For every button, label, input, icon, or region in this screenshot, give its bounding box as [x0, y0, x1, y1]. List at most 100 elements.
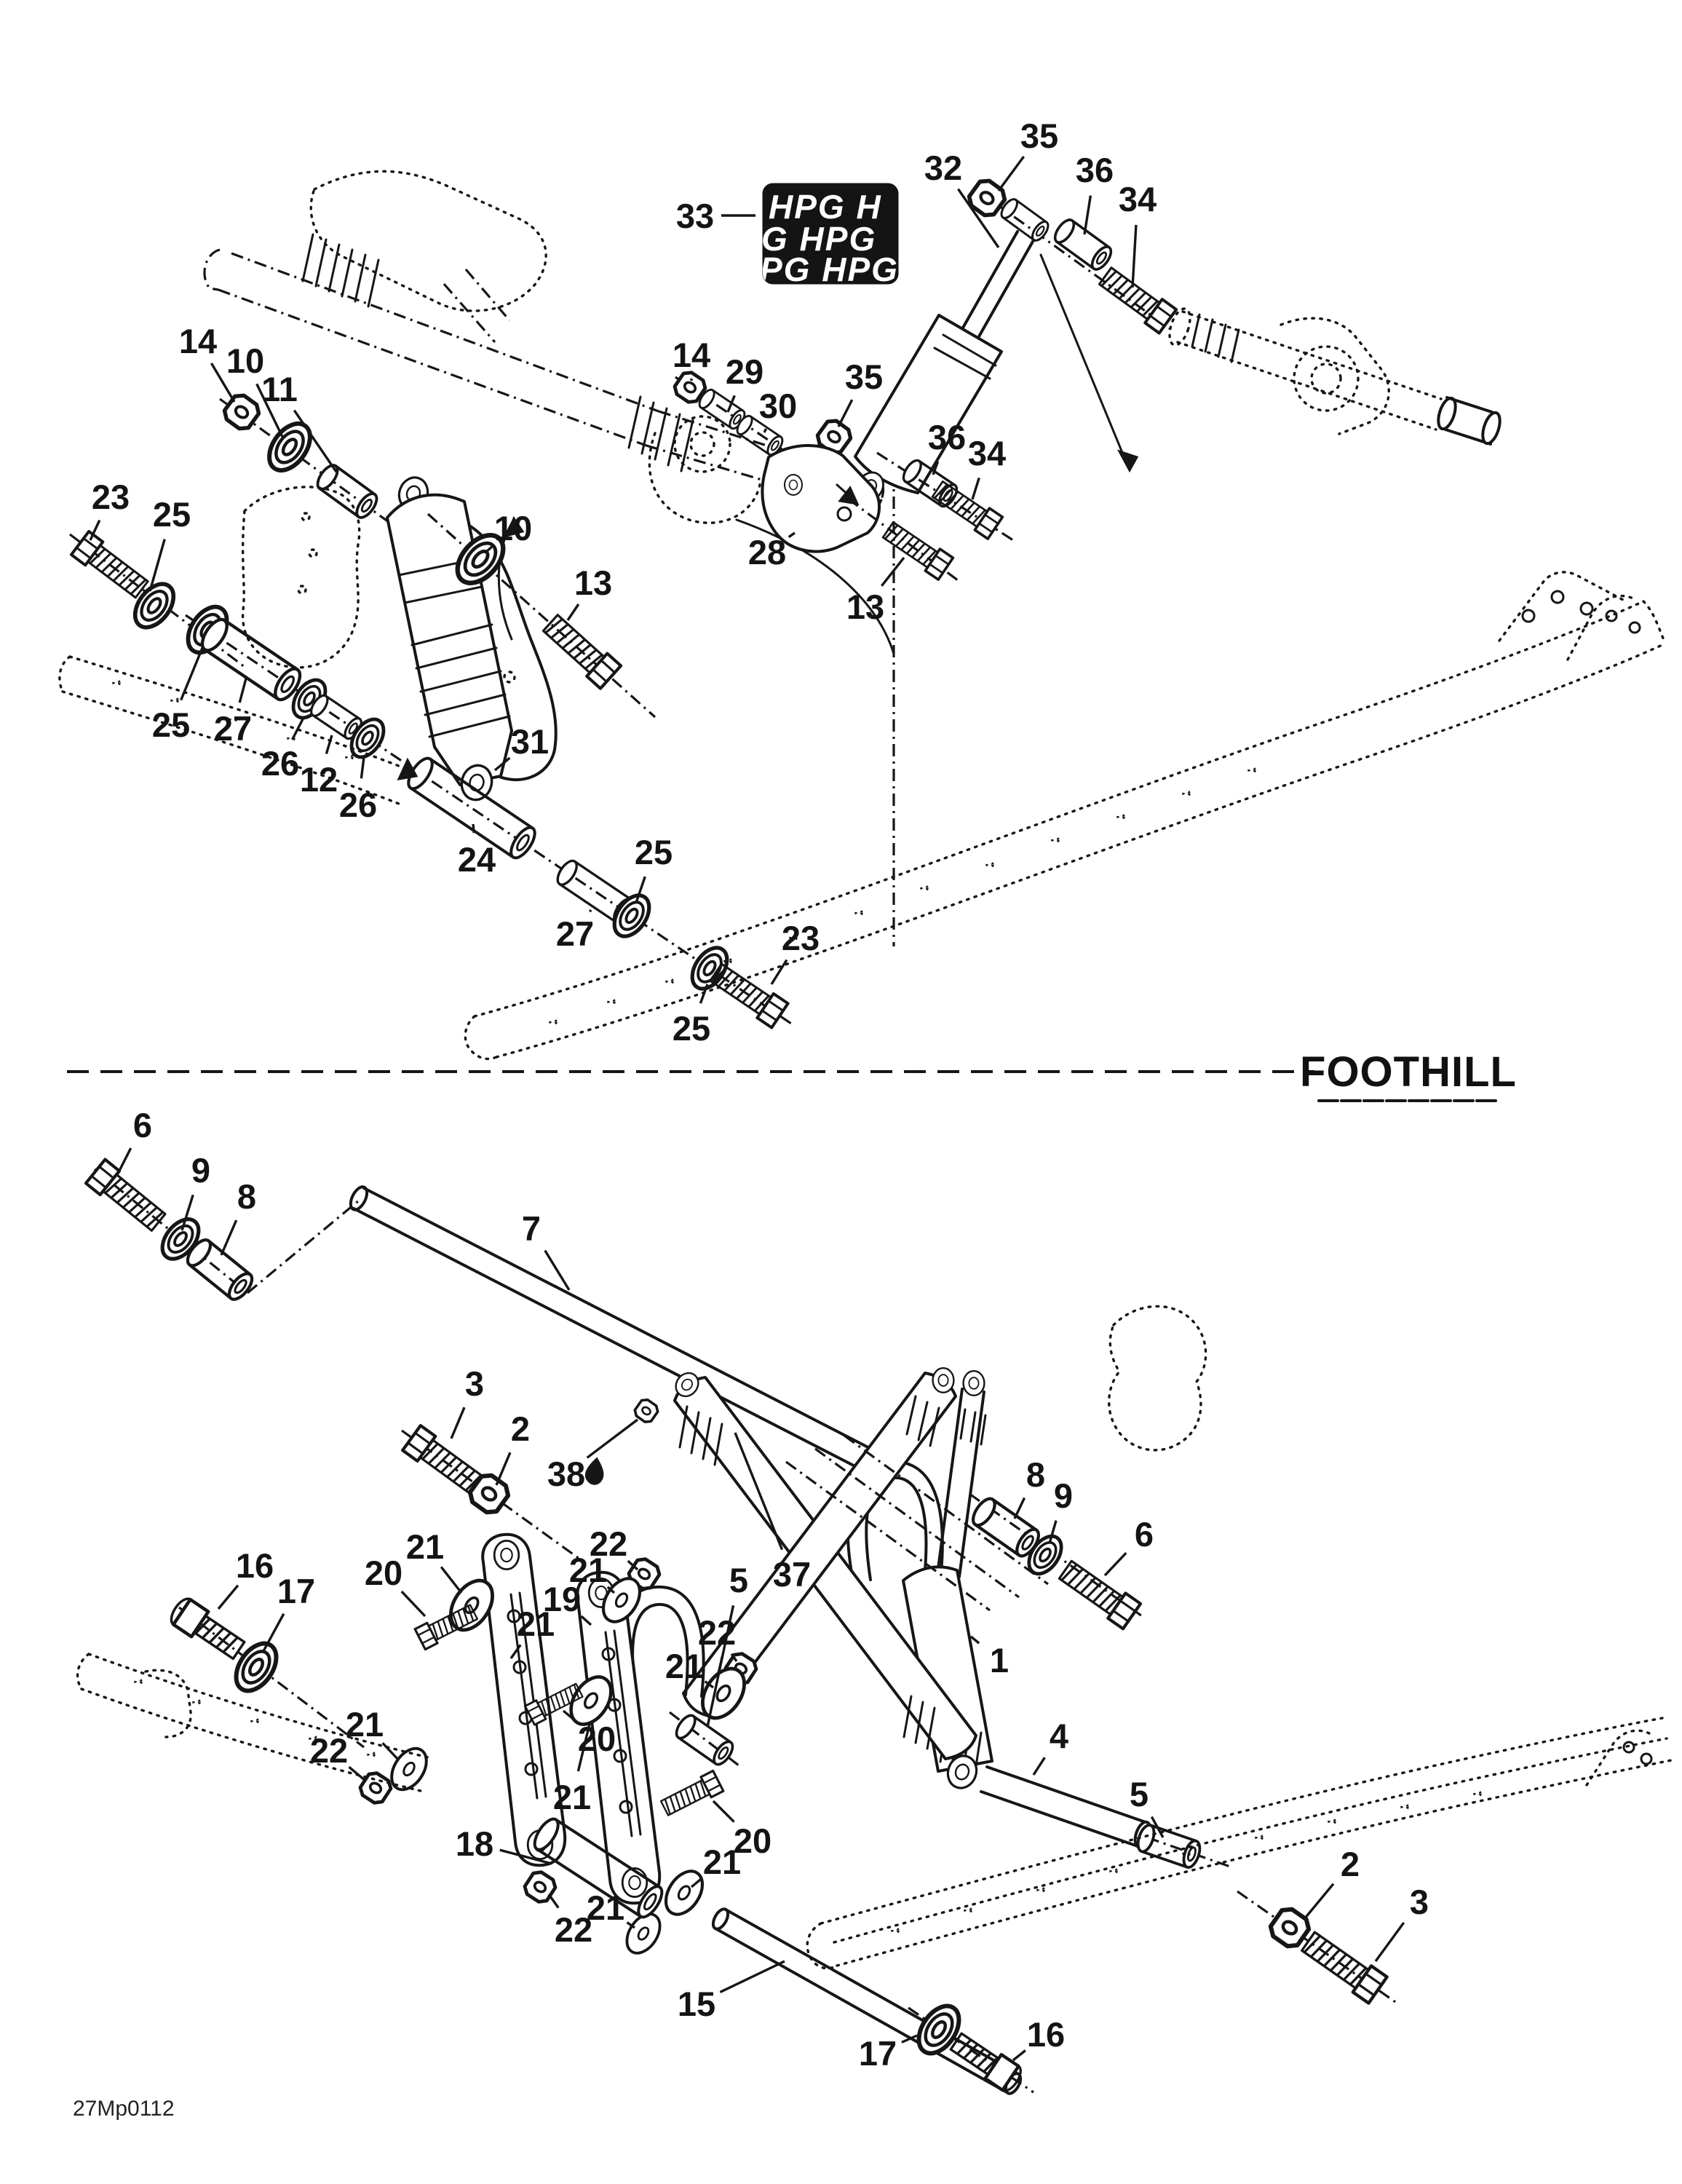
leader-line	[626, 1921, 635, 1929]
leader-line	[210, 363, 236, 403]
bottom-part-label-3-36: 3	[1374, 1883, 1429, 1963]
part-number: 25	[673, 1009, 710, 1048]
bottom-part-label-15-34: 15	[678, 1960, 785, 2023]
part-number: 28	[748, 533, 786, 571]
part-number: 21	[587, 1888, 624, 1927]
part-number: 35	[845, 357, 883, 396]
bottom-part-label-8-2: 8	[220, 1177, 256, 1256]
top-part-label-35-11: 35	[837, 357, 883, 427]
bottom-part-label-5-20: 5	[706, 1561, 748, 1728]
coil-spring-hatch	[301, 233, 380, 308]
link-arm-right	[576, 1570, 662, 1905]
bolt16-washer17-lower	[908, 1999, 1034, 2094]
top-part-label-26-22: 26	[261, 716, 306, 783]
bottom-part-label-21-17: 21	[509, 1605, 555, 1659]
leader-line	[493, 756, 511, 772]
grease-droplet-icon	[584, 1457, 604, 1485]
left-stub-rail	[58, 655, 408, 805]
bottom-part-label-8-7: 8	[1013, 1455, 1045, 1519]
leader-line	[89, 519, 101, 541]
part-number: 14	[179, 322, 217, 360]
leader-line	[1103, 1551, 1127, 1577]
leader-line	[580, 1615, 592, 1626]
bottom-part-label-21-31: 21	[690, 1843, 741, 1888]
bottom-part-label-18-29: 18	[456, 1824, 552, 1865]
top-assembly: HPG H G HPG PG HPG	[58, 170, 1667, 1061]
part-number: 35	[1020, 116, 1058, 155]
leader-line	[544, 1249, 571, 1291]
part-number: 30	[759, 387, 797, 425]
bottom-part-label-21-15: 21	[569, 1551, 616, 1594]
top-part-label-34-13: 34	[968, 434, 1006, 500]
rail-rivets	[549, 766, 1256, 1026]
part-number: 25	[153, 495, 191, 534]
part-number: 4	[1050, 1717, 1068, 1755]
leader-line	[699, 984, 709, 1004]
leader-line	[730, 1653, 738, 1662]
leader-line	[325, 735, 333, 755]
arm-fasteners	[167, 1556, 759, 1961]
leader-line	[969, 1635, 980, 1645]
leader-line	[255, 383, 284, 438]
part-number: 9	[1054, 1476, 1073, 1515]
part-number: 13	[846, 587, 884, 626]
part-number: 25	[635, 833, 673, 871]
part-number: 22	[590, 1524, 627, 1563]
bottom-part-label-9-8: 9	[1048, 1476, 1073, 1544]
leader-line	[712, 1800, 735, 1823]
leader-line	[586, 1418, 639, 1459]
bottom-part-label-20-12: 20	[365, 1554, 427, 1618]
bottom-assembly	[76, 1160, 1673, 2096]
leader-line	[290, 716, 306, 740]
top-part-label-28-14: 28	[748, 531, 796, 571]
part-number: 11	[261, 370, 298, 408]
sweep-arc	[735, 518, 895, 655]
leader-line	[509, 1644, 522, 1659]
part-number: 10	[494, 509, 532, 547]
leader-line	[440, 1566, 463, 1594]
leader-line	[690, 1877, 703, 1888]
section-divider: FOOTHILL	[67, 1048, 1516, 1102]
grease-point	[584, 1396, 662, 1485]
arrow-up-icon	[504, 515, 525, 538]
rocker-bracket-28	[672, 369, 1014, 584]
bottom-part-label-16-10: 16	[217, 1546, 274, 1610]
bottom-part-label-7-3: 7	[522, 1209, 571, 1291]
bottom-part-label-19-16: 19	[543, 1580, 592, 1626]
leader-line	[1374, 1922, 1405, 1963]
part-number: 21	[665, 1647, 703, 1685]
top-part-label-32-1: 32	[924, 149, 1000, 248]
part-number: 5	[729, 1561, 748, 1599]
leader-line	[627, 1559, 639, 1571]
leader-line	[788, 531, 796, 539]
bolt3-nut2-lower	[1237, 1890, 1398, 2003]
part-number: 20	[365, 1554, 402, 1592]
part-number: 25	[152, 705, 190, 744]
bottom-part-label-37-21: 37	[734, 1432, 811, 1594]
top-part-label-13-15: 13	[846, 556, 905, 626]
part-number: 36	[928, 418, 966, 456]
bottom-part-label-21-32: 21	[587, 1888, 635, 1929]
part-number: 21	[569, 1551, 607, 1589]
leader-line	[1048, 1520, 1058, 1544]
top-part-label-14-5: 14	[179, 322, 236, 403]
top-part-label-10-18: 10	[485, 509, 532, 553]
part-number: 34	[1119, 180, 1157, 218]
leader-line	[472, 823, 475, 834]
part-number: 15	[678, 1985, 715, 2023]
part-number: 7	[522, 1209, 541, 1248]
top-part-label-25-20: 25	[152, 647, 204, 744]
center-shock-absorber	[386, 472, 513, 804]
leader-line	[450, 1406, 466, 1439]
leader-line	[1012, 2049, 1026, 2062]
part-number: 21	[553, 1778, 591, 1816]
upper-shock-32	[814, 177, 1176, 506]
bottom-part-label-9-1: 9	[181, 1151, 210, 1231]
part-number: 12	[300, 760, 338, 799]
bottom-part-label-6-0: 6	[116, 1106, 152, 1174]
bottom-part-label-4-23: 4	[1032, 1717, 1068, 1776]
leader-line	[348, 1765, 367, 1782]
part-number: 3	[465, 1364, 484, 1403]
leader-line	[360, 756, 365, 779]
leader-line	[997, 155, 1026, 192]
